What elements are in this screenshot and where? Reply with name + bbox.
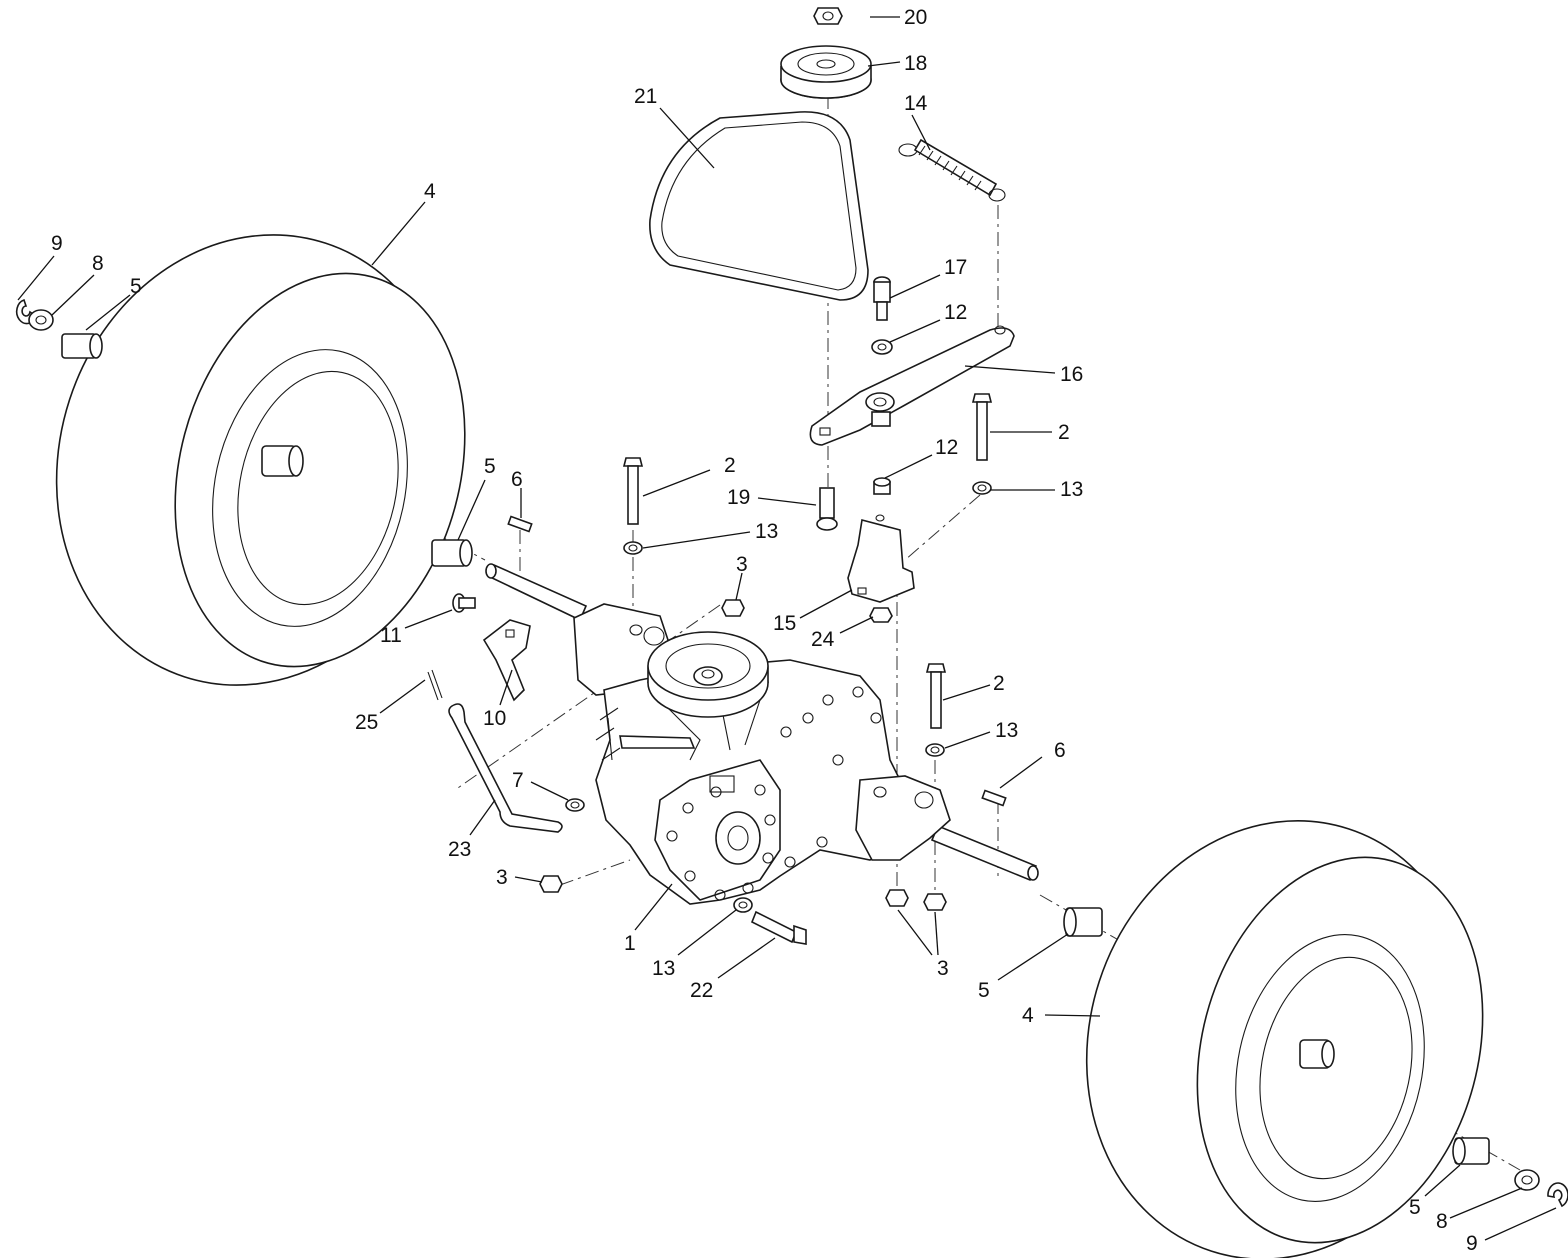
left-axle-shaft [485, 563, 588, 622]
callout-4-left: 4 [424, 180, 436, 203]
callout-13-right-top: 13 [1060, 478, 1083, 501]
callout-6-right: 6 [1054, 739, 1066, 762]
callout-22: 22 [690, 979, 713, 1002]
callout-12-upper: 12 [944, 301, 967, 324]
callout-25: 25 [355, 711, 378, 734]
callout-2-right-mid: 2 [993, 672, 1005, 695]
washer-left-top [623, 541, 643, 555]
callout-4-right: 4 [1022, 1004, 1034, 1027]
nut-lower-right-b [923, 893, 947, 911]
lower-bolt [750, 910, 807, 945]
left-washer [28, 309, 54, 331]
callout-12-lower: 12 [935, 436, 958, 459]
idler-pivot-bolt [816, 487, 838, 531]
callout-labels: 20 18 21 14 4 9 8 5 17 12 16 2 12 13 5 6… [51, 6, 1478, 1255]
right-key [981, 789, 1007, 807]
callout-6-left: 6 [511, 468, 523, 491]
callout-18: 18 [904, 52, 927, 75]
callout-13-right-mid: 13 [995, 719, 1018, 742]
callout-9-right: 9 [1466, 1232, 1478, 1255]
washer-lower [733, 897, 753, 913]
callout-9-left: 9 [51, 232, 63, 255]
callout-14: 14 [904, 92, 928, 115]
callout-23: 23 [448, 838, 471, 861]
extension-spring [898, 138, 1006, 202]
bolt-left-top [622, 457, 644, 525]
transaxle-housing [573, 603, 951, 905]
washer-right-top [972, 481, 992, 495]
washer-right-mid [925, 743, 945, 757]
pivot-pin [452, 593, 476, 613]
upper-spacer [871, 339, 893, 355]
callout-5-left-outer: 5 [130, 275, 142, 298]
callout-5-right-inner: 5 [978, 979, 990, 1002]
callout-8-left: 8 [92, 252, 104, 275]
right-outer-bushing [1452, 1137, 1490, 1165]
right-axle-shaft [930, 824, 1039, 882]
idler-bracket [847, 514, 915, 603]
callout-24: 24 [811, 628, 835, 651]
nut-upper [721, 599, 745, 617]
bypass-rod [448, 703, 563, 833]
callout-19: 19 [727, 486, 750, 509]
left-key [507, 515, 533, 533]
callout-3-lower-left: 3 [496, 866, 508, 889]
callout-17: 17 [944, 256, 967, 279]
callout-5-right-outer: 5 [1409, 1196, 1421, 1219]
input-pulley [647, 631, 769, 718]
bolt-right-mid [925, 663, 947, 729]
lower-spacer [873, 477, 891, 495]
right-inner-bushing [1063, 907, 1103, 937]
callout-1: 1 [624, 932, 636, 955]
shoulder-bolt [873, 276, 891, 321]
bracket-nut [869, 607, 893, 623]
callout-2-left-top: 2 [724, 454, 736, 477]
callout-7: 7 [512, 769, 524, 792]
bolt-right-top [971, 393, 993, 461]
callout-16: 16 [1060, 363, 1083, 386]
callout-21: 21 [634, 85, 657, 108]
callout-15: 15 [773, 612, 796, 635]
idler-arm [809, 325, 1015, 446]
right-washer [1514, 1169, 1540, 1191]
right-wheel-tire [1085, 820, 1484, 1258]
callout-8-right: 8 [1436, 1210, 1448, 1233]
rod-washer [565, 798, 585, 812]
nut-lower-right-a [885, 889, 909, 907]
callout-3-lower-right: 3 [937, 957, 949, 980]
top-nut [813, 7, 843, 25]
callout-11: 11 [380, 624, 402, 647]
nut-lower-left [539, 875, 563, 893]
callout-20: 20 [904, 6, 927, 29]
leader-lines [17, 16, 1557, 1241]
cotter-pin [427, 669, 443, 701]
idler-pulley [780, 45, 872, 99]
left-wheel-tire [55, 234, 466, 686]
callout-13-left-top: 13 [755, 520, 778, 543]
callout-13-lower: 13 [652, 957, 675, 980]
brake-bracket [482, 619, 531, 702]
left-outer-bushing [61, 333, 103, 359]
callout-10: 10 [483, 707, 506, 730]
callout-3-upper: 3 [736, 553, 748, 576]
right-e-clip [1547, 1182, 1568, 1208]
callout-2-right-top: 2 [1058, 421, 1070, 444]
callout-5-left-inner: 5 [484, 455, 496, 478]
left-inner-bushing [431, 539, 473, 567]
drive-belt [649, 111, 869, 301]
